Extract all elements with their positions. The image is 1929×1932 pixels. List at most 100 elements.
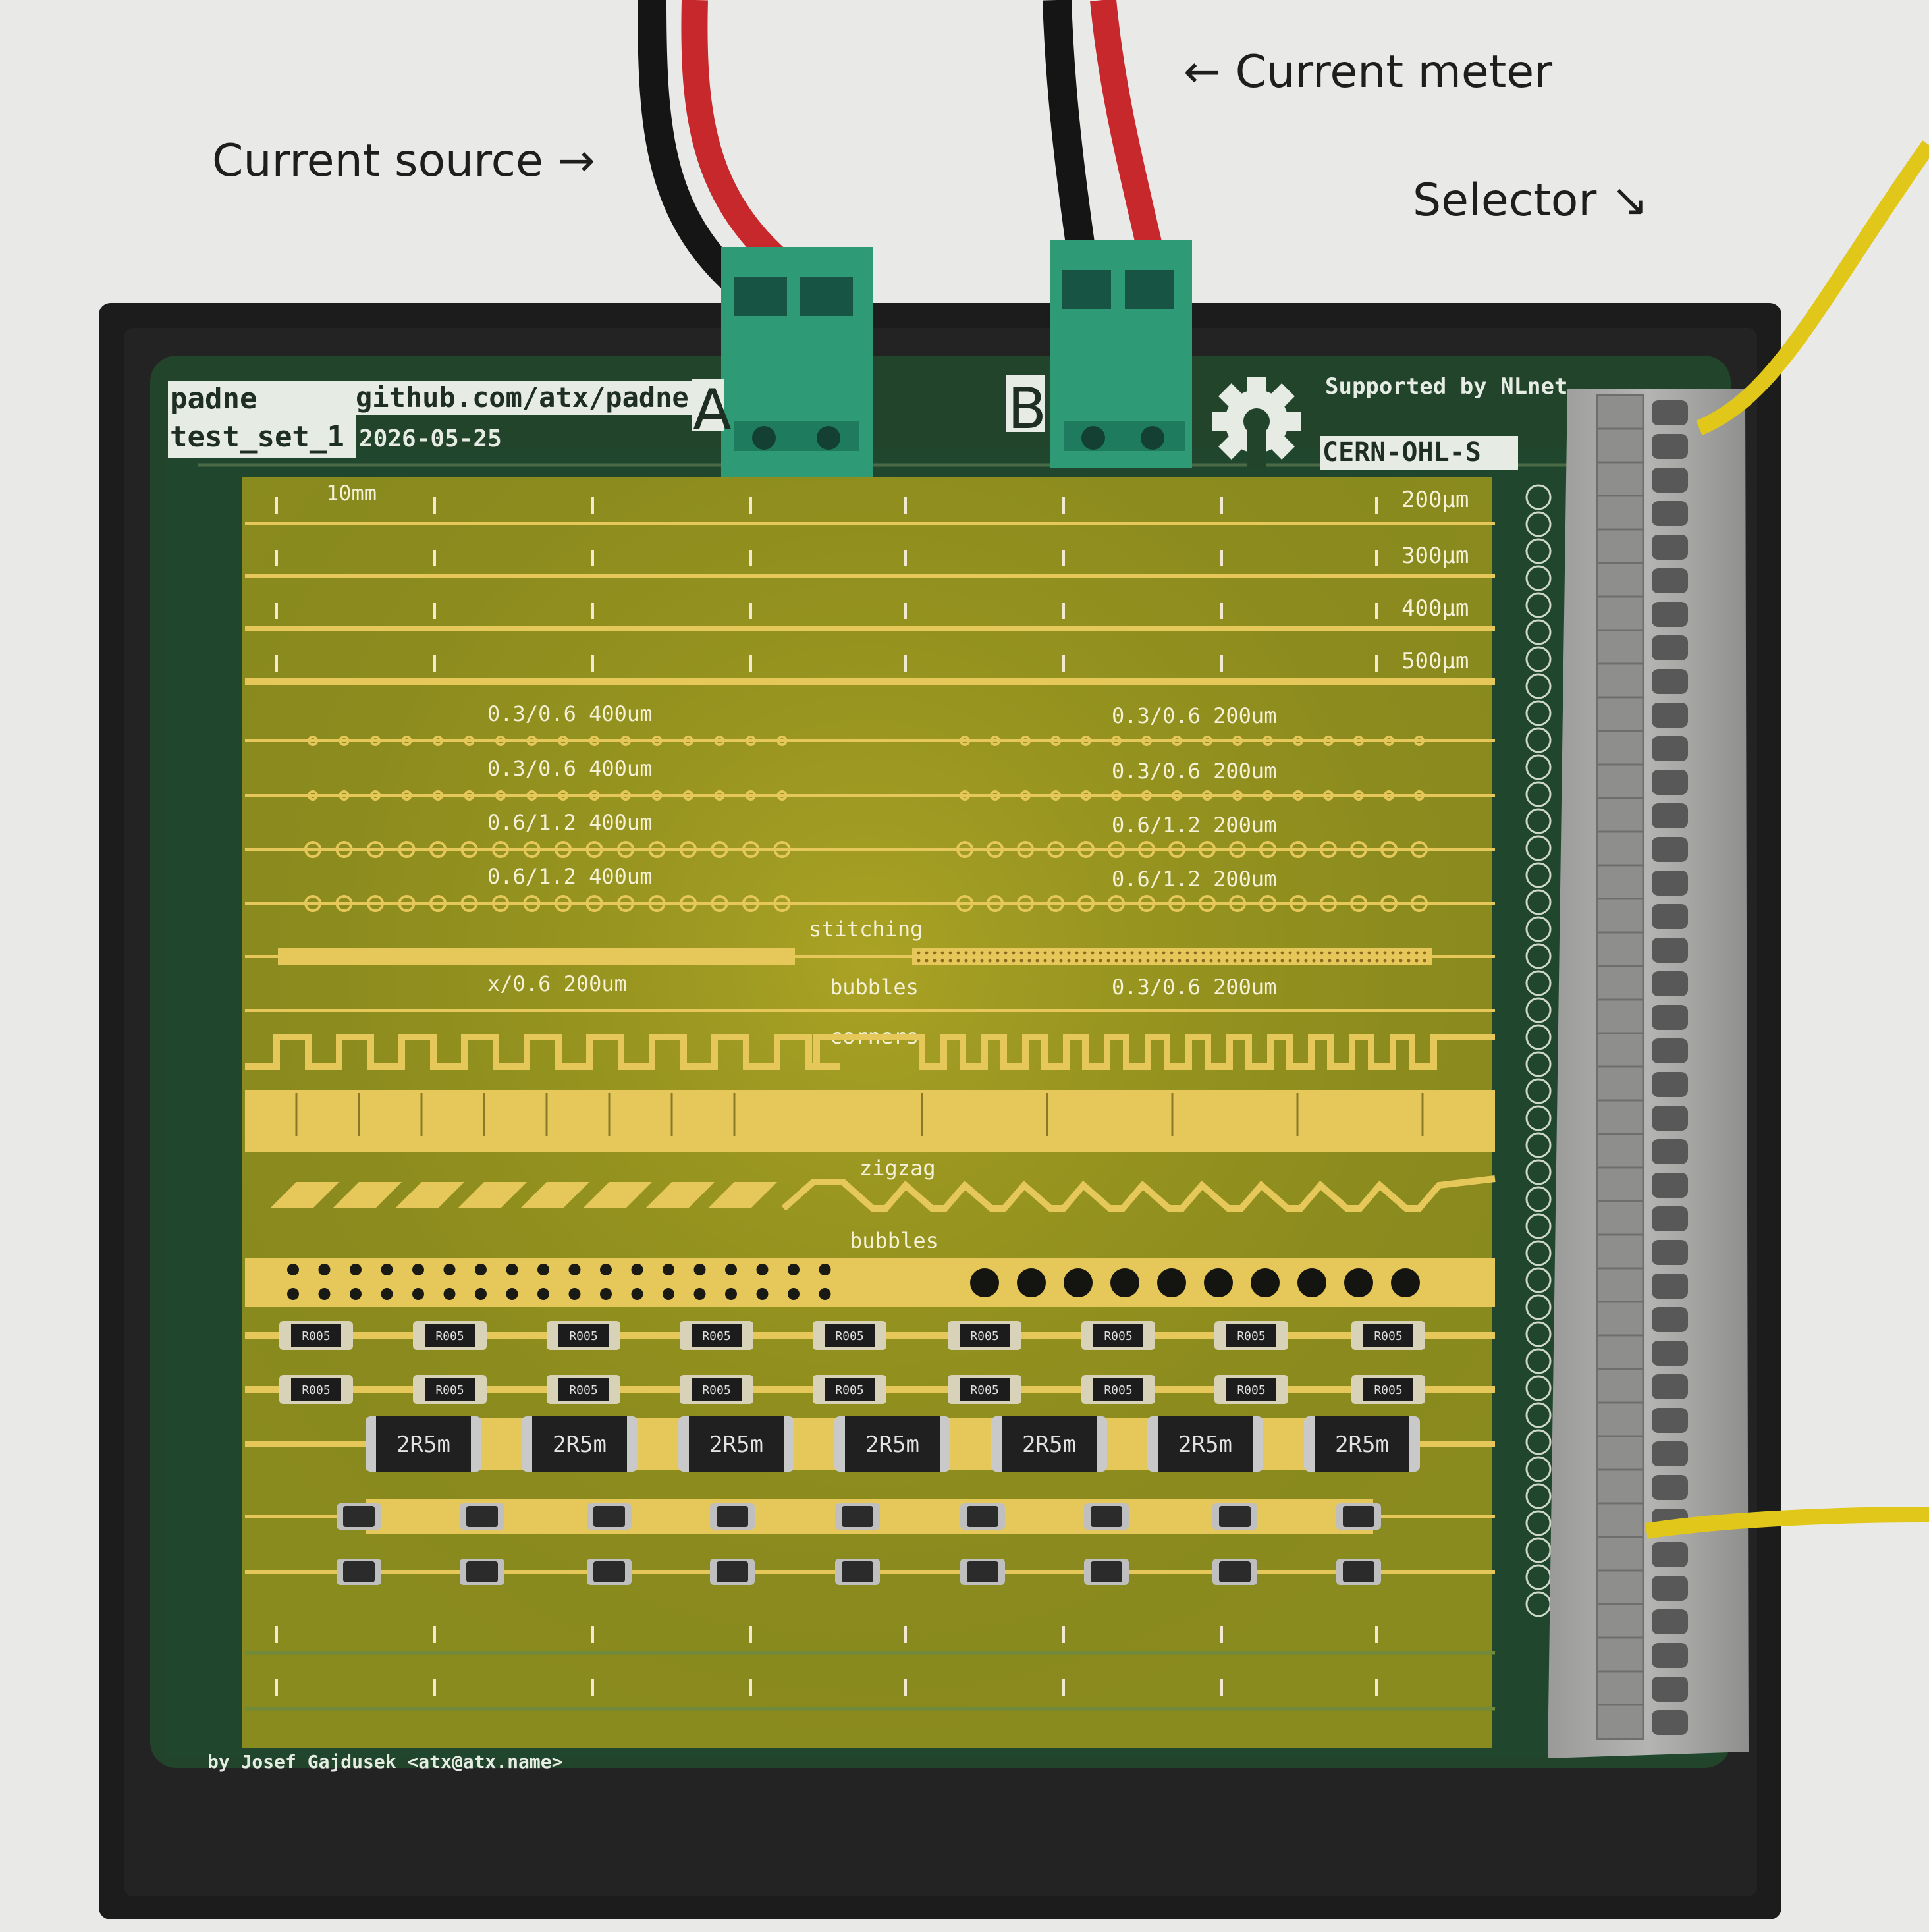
zigzag-segment: [645, 1182, 715, 1208]
selector-slot: [1652, 1643, 1688, 1668]
via: [585, 895, 603, 912]
via: [1020, 736, 1031, 746]
via: [620, 790, 631, 801]
via: [746, 790, 756, 801]
resistor-large-label: 2R5m: [553, 1432, 607, 1458]
selector-slot: [1652, 1441, 1688, 1466]
resistor-small-label: R005: [1374, 1329, 1402, 1343]
selector-lever: [1596, 1536, 1644, 1572]
bubbles-label-mid: bubbles: [830, 975, 919, 1000]
via: [711, 841, 728, 858]
bubble-hole: [506, 1288, 518, 1300]
selector-lever: [1596, 1267, 1644, 1304]
bubbles-label-left: x/0.6 200um: [487, 971, 627, 996]
via-label-right-3: 0.6/1.2 200um: [1112, 813, 1276, 838]
selector-slot: [1652, 434, 1688, 459]
smd-part: [1343, 1561, 1374, 1582]
smd-part: [1219, 1561, 1251, 1582]
selector-slot: [1652, 770, 1688, 795]
selector-lever: [1596, 1435, 1644, 1472]
bubble-hole: [693, 1288, 706, 1300]
via: [746, 736, 756, 746]
bubble-hole: [287, 1264, 299, 1275]
via: [1202, 736, 1212, 746]
stitching-pad: [278, 948, 795, 965]
selector-slot: [1652, 535, 1688, 560]
selector-slot: [1652, 1576, 1688, 1601]
via-label-left-3: 0.6/1.2 400um: [487, 810, 652, 835]
bubble-hole: [1297, 1268, 1326, 1297]
selector-lever: [1596, 1233, 1644, 1270]
via: [990, 736, 1000, 746]
selector-lever: [1596, 1502, 1644, 1539]
via: [680, 841, 697, 858]
bubble-hole: [663, 1288, 674, 1300]
via: [1263, 790, 1273, 801]
resistor-large: [1158, 1416, 1253, 1472]
via: [617, 895, 634, 912]
smd-part: [967, 1506, 998, 1527]
trace-width-label-300: 300µm: [1401, 543, 1469, 569]
bubble-hole: [663, 1264, 674, 1275]
selector-lever: [1596, 1468, 1644, 1505]
via: [1047, 841, 1064, 858]
trace-width-rows: [245, 497, 1495, 685]
selector-lever: [1596, 562, 1644, 599]
resistor-small: [558, 1324, 609, 1347]
selector-slot: [1652, 1106, 1688, 1131]
selector-annotation: Selector ↘: [1413, 174, 1648, 227]
resistor-large-label: 2R5m: [1178, 1432, 1232, 1458]
selector-terminal-strip[interactable]: [1548, 389, 1749, 1758]
bubble-hole: [318, 1264, 331, 1275]
connector-b-terminal[interactable]: [1050, 240, 1192, 468]
smd-part: [466, 1506, 498, 1527]
selector-lever: [1596, 1401, 1644, 1438]
smd-part: [593, 1561, 625, 1582]
via: [1323, 790, 1334, 801]
via: [1380, 841, 1398, 858]
resistor-large: [1002, 1416, 1097, 1472]
via: [464, 790, 475, 801]
bubble-hole: [443, 1264, 456, 1275]
resistor-small: [425, 1378, 475, 1401]
bubble-hole: [1157, 1268, 1186, 1297]
via: [370, 736, 381, 746]
via: [339, 736, 350, 746]
via: [773, 841, 791, 858]
resistor-small: [1363, 1378, 1413, 1401]
smd-part: [717, 1561, 748, 1582]
bubble-hole: [631, 1264, 643, 1275]
via: [492, 895, 509, 912]
via: [1293, 736, 1303, 746]
via: [714, 736, 725, 746]
via: [711, 895, 728, 912]
resistor-large-label: 2R5m: [865, 1432, 919, 1458]
via: [558, 736, 568, 746]
bubble-hole: [1251, 1268, 1280, 1297]
via: [1172, 736, 1182, 746]
via: [1414, 790, 1425, 801]
via: [1411, 895, 1428, 912]
board-url: github.com/atx/padne: [356, 381, 689, 414]
bubble-hole: [287, 1288, 299, 1300]
selector-slot: [1652, 1307, 1688, 1332]
via: [1290, 895, 1307, 912]
open-hardware-gear-icon: [1212, 377, 1301, 469]
via: [492, 841, 509, 858]
bubble-hole: [381, 1264, 393, 1275]
via: [1323, 736, 1334, 746]
selector-wire-top: [1696, 140, 1929, 436]
selector-slot: [1652, 971, 1688, 996]
via: [1353, 736, 1364, 746]
connector-a-terminal[interactable]: [721, 247, 873, 477]
resistor-small: [1093, 1324, 1143, 1347]
via: [742, 841, 759, 858]
via: [523, 895, 541, 912]
via: [1168, 841, 1185, 858]
bubble-hole: [725, 1288, 737, 1300]
via: [1229, 895, 1246, 912]
via: [1353, 790, 1364, 801]
via: [1077, 841, 1095, 858]
bubble-hole: [443, 1288, 456, 1300]
via: [1138, 841, 1155, 858]
